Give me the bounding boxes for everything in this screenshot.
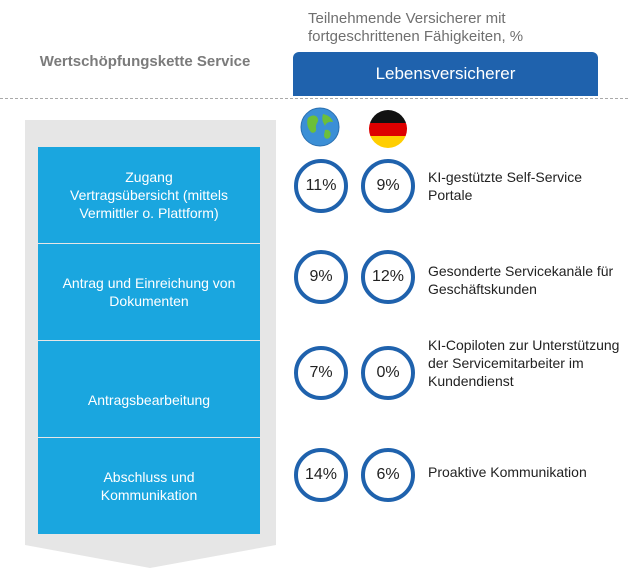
dashed-divider [0, 98, 628, 99]
stage-application-submission: Antrag und Einreichung von Dokumenten [38, 244, 260, 340]
germany-percentage-value: 6% [376, 466, 400, 483]
germany-percentage-value: 12% [371, 268, 405, 285]
column-header-label: Lebensversicherer [375, 64, 516, 83]
stage-label: Abschluss und Kommunikation [100, 469, 198, 503]
stage-label: Antragsbearbeitung [87, 392, 211, 408]
global-percentage-circle: 11% [294, 159, 348, 213]
germany-percentage-circle: 6% [361, 448, 415, 502]
global-percentage-value: 11% [305, 177, 337, 194]
global-percentage-value: 14% [304, 466, 338, 483]
germany-percentage-value: 0% [376, 364, 400, 381]
global-percentage-value: 9% [309, 268, 333, 285]
stage-label: Zugang Vertragsübersicht (mittels Vermit… [70, 169, 228, 221]
germany-percentage-circle: 0% [361, 346, 415, 400]
germany-percentage-circle: 12% [361, 250, 415, 304]
feature-label: Proaktive Kommunikation [428, 464, 587, 480]
global-percentage-circle: 7% [294, 346, 348, 400]
value-chain-title: Wertschöpfungskette Service [39, 53, 251, 70]
stage-application-processing: Antragsbearbeitung [38, 341, 260, 437]
germany-percentage-value: 9% [376, 177, 400, 194]
feature-label: KI-gestützte Self-Service Portale [428, 169, 583, 203]
global-percentage-circle: 14% [294, 448, 348, 502]
globe-icon [300, 107, 340, 147]
stage-access-contract-overview: Zugang Vertragsübersicht (mittels Vermit… [38, 147, 260, 243]
global-percentage-value: 7% [309, 364, 333, 381]
feature-label: KI-Copiloten zur Unterstützung der Servi… [428, 337, 620, 389]
column-header-life-insurers: Lebensversicherer [293, 52, 598, 96]
stage-label: Antrag und Einreichung von Dokumenten [62, 275, 236, 309]
stage-closing-communication: Abschluss und Kommunikation [38, 438, 260, 534]
germany-flag-icon [369, 110, 407, 148]
germany-percentage-circle: 9% [361, 159, 415, 213]
chart-subtitle: Teilnehmende Versicherer mit fortgeschri… [308, 10, 524, 45]
global-percentage-circle: 9% [294, 250, 348, 304]
feature-label: Gesonderte Servicekanäle für Geschäftsku… [428, 263, 614, 297]
